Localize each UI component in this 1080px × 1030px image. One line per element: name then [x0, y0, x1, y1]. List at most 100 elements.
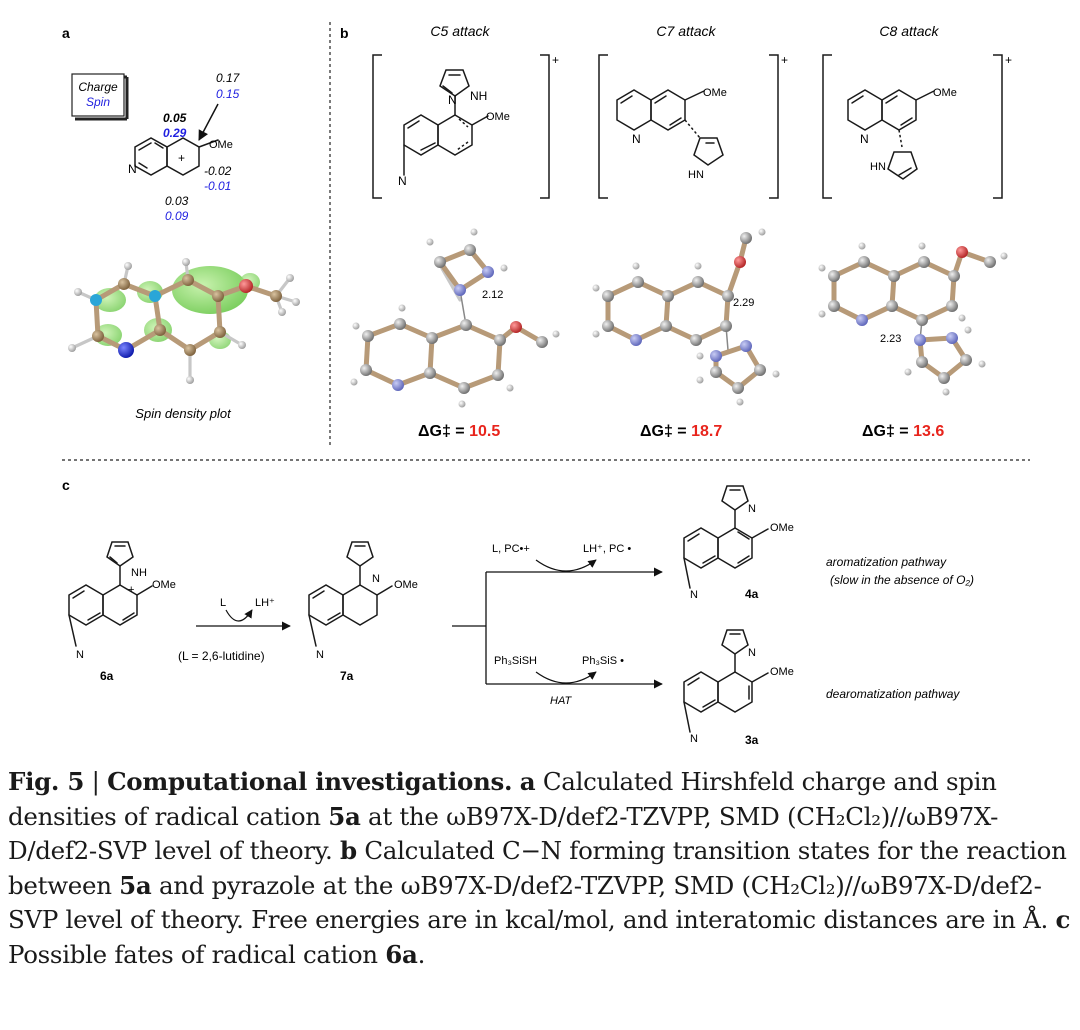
structure-6a: NH + OMe N 6a — [68, 541, 176, 683]
value-c8-spin: 0.09 — [165, 209, 189, 223]
spin-plot-caption: Spin density plot — [135, 406, 232, 421]
caption-c-label: c — [1055, 905, 1071, 934]
aromatization-label: aromatization pathway — [826, 555, 947, 569]
n-4a: N — [748, 503, 756, 515]
caption-title: Computational investigations. — [107, 767, 513, 796]
caption-b-label: b — [340, 836, 357, 865]
value-c5-spin: 0.29 — [163, 126, 187, 140]
structure-3a: N OMe N 3a — [683, 629, 794, 747]
title-c5-attack: C5 attack — [430, 23, 490, 39]
value-c8-charge: 0.03 — [165, 194, 189, 208]
ome-7a: OMe — [394, 579, 418, 591]
caption-b-text-1: Calculated C−N forming transition states… — [8, 836, 1067, 900]
quin-n-3a: N — [690, 733, 698, 745]
structure-7a: N OMe N 7a — [308, 541, 418, 683]
value-c5-charge: 0.05 — [163, 111, 187, 125]
spin-density-plot — [68, 258, 300, 384]
quin-n-7a: N — [316, 649, 324, 661]
caption-b-compound: 5a — [119, 870, 152, 900]
n-6a: N — [76, 649, 84, 661]
distance-c7: 2.29 — [733, 297, 754, 309]
hn-c8: HN — [870, 161, 886, 173]
caption-fig-number: Fig. 5 — [8, 767, 85, 796]
dg-c7: ΔG‡ = 18.7 — [640, 423, 722, 440]
caption-c-compound: 6a — [385, 939, 418, 969]
value-top-right-charge: 0.17 — [216, 71, 241, 85]
bottom-reagent: Ph₃SiSH — [494, 655, 537, 667]
label-7a: 7a — [340, 669, 354, 683]
curved-arrow-1 — [225, 609, 253, 622]
caption-c-end: . — [417, 939, 426, 969]
bottom-product: Ph₃SiS • — [582, 655, 624, 667]
ome-3a: OMe — [770, 666, 794, 678]
quin-n-c8: N — [860, 132, 869, 146]
figure-caption: Fig. 5 | Computational investigations. a… — [8, 765, 1074, 972]
n-3a: N — [748, 647, 756, 659]
n-7a: N — [372, 573, 380, 585]
nh-6a: NH — [131, 567, 147, 579]
quin-n-c7: N — [632, 132, 641, 146]
dearomatization-label: dearomatization pathway — [826, 687, 960, 701]
charge-c7: + — [781, 53, 788, 67]
panel-a-label: a — [62, 25, 70, 41]
caption-b-text-2: and pyrazole at the ωB97X-D/def2-TZVPP, … — [8, 870, 1056, 935]
bracket-left-c5 — [372, 54, 382, 199]
caption-separator: | — [84, 767, 108, 796]
ome-4a: OMe — [770, 522, 794, 534]
bracket-left-c7 — [598, 54, 608, 199]
quin-n-4a: N — [690, 589, 698, 601]
hat-label: HAT — [550, 695, 572, 707]
charge-c8: + — [1005, 53, 1012, 67]
panel-b: b C5 attack C7 attack C8 attack + + + — [340, 23, 1012, 440]
dg-c5: ΔG‡ = 10.5 — [418, 423, 500, 440]
distance-c5: 2.12 — [482, 289, 503, 301]
panel-a: a Charge Spin N + OMe 0.17 0.15 0.05 0.2… — [62, 25, 300, 421]
ts-model-c7: 2.29 — [592, 228, 780, 406]
legend-spin: Spin — [86, 95, 110, 109]
product-lh: LH⁺ — [255, 597, 275, 609]
curved-arrow-top — [535, 559, 597, 572]
plus-a: + — [178, 151, 185, 165]
caption-a-label: a — [519, 767, 536, 796]
nh-c5: NH — [470, 89, 487, 103]
bracket-right-c8 — [993, 54, 1003, 199]
ome-c5: OMe — [486, 111, 510, 123]
ts-model-c5: 2.12 — [350, 228, 560, 408]
legend-box — [71, 73, 125, 117]
dg-c8: ΔG‡ = 13.6 — [862, 423, 944, 440]
charge-arrow — [198, 103, 219, 141]
label-6a: 6a — [100, 669, 114, 683]
plus-6a: + — [128, 584, 134, 596]
hn-c7: HN — [688, 169, 704, 181]
label-4a: 4a — [745, 587, 759, 601]
charge-c5: + — [552, 53, 559, 67]
ome-c7: OMe — [703, 87, 727, 99]
bracket-right-c5 — [540, 54, 550, 199]
top-products: LH⁺, PC • — [583, 543, 631, 555]
title-c7-attack: C7 attack — [656, 23, 716, 39]
structure-c8: OMe N HN — [847, 87, 957, 180]
structure-4a: N OMe N 4a — [683, 485, 794, 601]
legend-charge: Charge — [78, 80, 118, 94]
lutidine-note: (L = 2,6-lutidine) — [178, 649, 265, 663]
quin-n-c5: N — [398, 174, 407, 188]
structure-c5: NH N OMe N — [398, 69, 510, 188]
value-top-right-spin: 0.15 — [216, 87, 240, 101]
top-reagents: L, PC•+ — [492, 543, 530, 555]
panel-c-label: c — [62, 477, 70, 493]
structure-c7: OMe N HN — [616, 87, 727, 181]
ome-c8: OMe — [933, 87, 957, 99]
curved-arrow-bottom — [535, 671, 597, 684]
distance-c8: 2.23 — [880, 333, 901, 345]
atom-n-a: N — [128, 162, 137, 176]
panel-b-label: b — [340, 25, 349, 41]
ome-6a: OMe — [152, 579, 176, 591]
ome-a: OMe — [209, 139, 233, 151]
caption-a-text-1: Calculated Hirshfeld charge and spin den… — [8, 767, 997, 831]
caption-a-text-2: at the ωB97X-D/def2-TZVPP, SMD (CH₂Cl₂)/… — [8, 801, 999, 866]
aromatization-note: (slow in the absence of O₂) — [830, 573, 974, 587]
bracket-right-c7 — [769, 54, 779, 199]
n-c5: N — [448, 93, 457, 107]
value-c6-right-spin: -0.01 — [204, 179, 231, 193]
